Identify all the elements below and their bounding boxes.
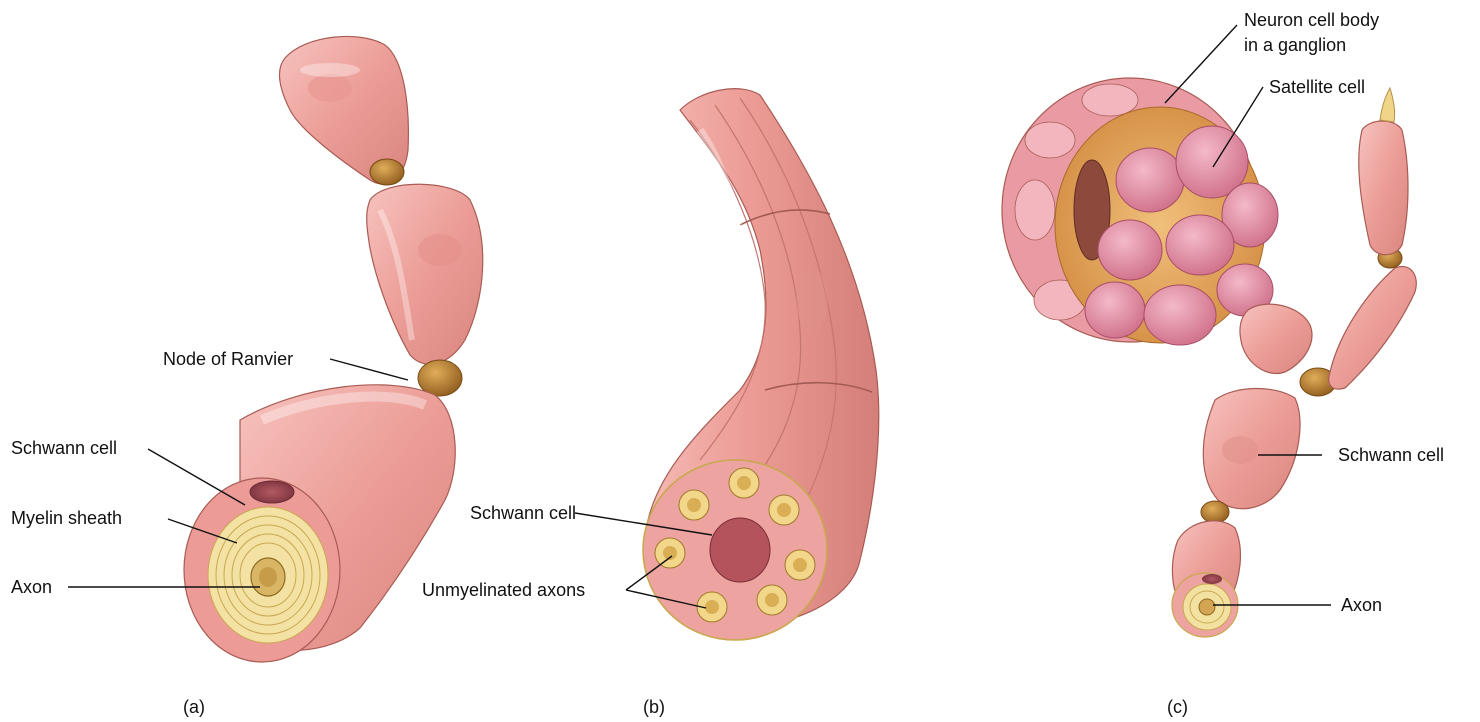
label-axon-c: Axon <box>1341 595 1382 615</box>
axon-pocket <box>769 495 799 525</box>
myelinated-cross-section <box>184 478 340 662</box>
caption-panel-c: (c) <box>1167 697 1188 717</box>
label-schwann-cell-c: Schwann cell <box>1338 445 1444 465</box>
axon-pocket <box>679 490 709 520</box>
label-unmyelinated-axons: Unmyelinated axons <box>422 580 585 600</box>
label-satellite-cell: Satellite cell <box>1269 77 1365 97</box>
schwann-segment <box>1240 304 1312 373</box>
caption-panel-a: (a) <box>183 697 205 717</box>
label-myelin-sheath: Myelin sheath <box>11 508 122 528</box>
label-axon-a: Axon <box>11 577 52 597</box>
label-schwann-cell-b: Schwann cell <box>470 503 576 523</box>
panel-c-illustration <box>1002 78 1416 637</box>
schwann-nucleus <box>710 518 770 582</box>
panel-b-illustration <box>643 89 879 640</box>
node-of-ranvier <box>1201 501 1229 523</box>
axon-pocket <box>655 538 685 568</box>
caption-panel-b: (b) <box>643 697 665 717</box>
axon-tip <box>1380 88 1395 122</box>
schwann-nucleus <box>250 481 294 503</box>
axon-pocket <box>785 550 815 580</box>
schwann-segment <box>1329 267 1417 390</box>
axon-pocket <box>729 468 759 498</box>
label-neuron-cell-body-line2: in a ganglion <box>1244 35 1346 55</box>
label-node-of-ranvier: Node of Ranvier <box>163 349 293 369</box>
schwann-segment <box>1359 121 1408 255</box>
unmyelinated-cross-section <box>643 460 827 640</box>
axon-pocket <box>757 585 787 615</box>
schwann-segment <box>367 184 483 364</box>
label-neuron-cell-body-line1: Neuron cell body <box>1244 10 1379 30</box>
label-schwann-cell-a: Schwann cell <box>11 438 117 458</box>
node-of-ranvier <box>370 159 404 185</box>
